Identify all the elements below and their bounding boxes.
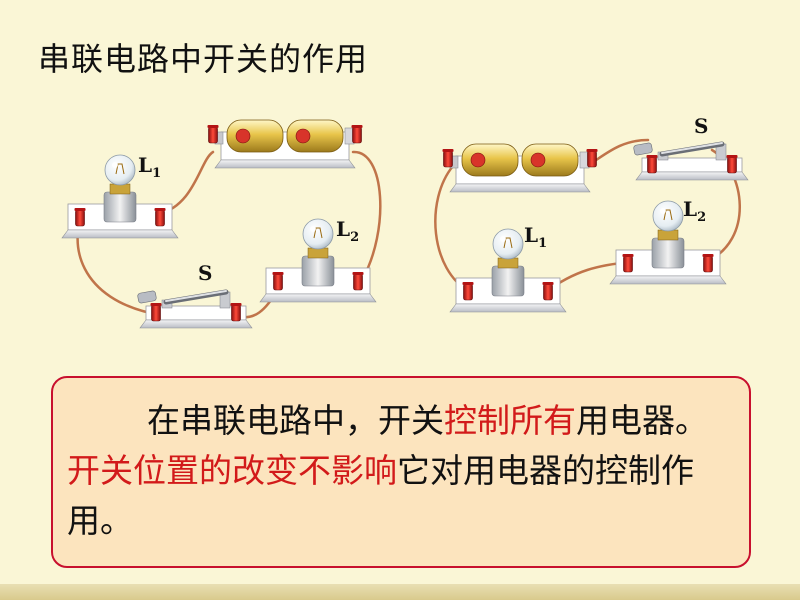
label-l2-right: L2 — [683, 197, 706, 225]
switch-left — [137, 291, 252, 328]
wire-battery-l2 — [351, 150, 382, 282]
switch-right — [633, 143, 748, 180]
label-l1-left: L1 — [138, 153, 161, 181]
label-s-left: S — [198, 261, 212, 285]
circuit-diagrams: L1 L2 S L1 L2 S — [0, 114, 800, 370]
label-l1-right: L1 — [524, 223, 547, 251]
right-circuit: L1 L2 S — [434, 114, 748, 312]
conclusion-box: 在串联电路中，开关控制所有用电器。开关位置的改变不影响它对用电器的控制作用。 — [51, 376, 751, 568]
note-highlight-2: 开关位置的改变不影响 — [67, 451, 397, 490]
battery-left — [208, 120, 363, 168]
bottom-band — [0, 584, 800, 600]
note-text-1: 在串联电路中，开关 — [147, 401, 444, 440]
label-l2-left: L2 — [336, 217, 359, 245]
note-text-3: 它对用电器的控制作用。 — [67, 451, 694, 540]
battery-right — [443, 144, 598, 192]
bulb-l2-right — [610, 201, 726, 284]
note-text-2: 用电器。 — [576, 401, 708, 440]
note-highlight-1: 控制所有 — [444, 401, 576, 440]
page-title: 串联电路中开关的作用 — [38, 40, 369, 78]
label-s-right: S — [694, 114, 708, 138]
bulb-l1-right — [450, 229, 566, 312]
left-circuit: L1 L2 S — [62, 120, 382, 328]
